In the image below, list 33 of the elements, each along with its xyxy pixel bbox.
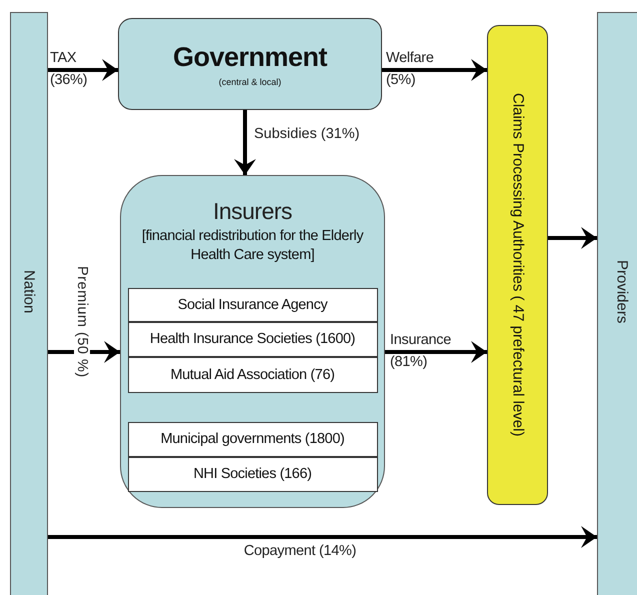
edge-label: Premium (50 %): [74, 266, 90, 378]
node-title: Municipal governments (1800): [160, 431, 344, 447]
node-title: Nation: [20, 270, 38, 314]
node-title: Claims Processing Authorities ( 47 prefectural level): [508, 92, 526, 439]
group-box: [120, 175, 385, 508]
node-subtitle: [financial redistribution for the Elderly Health Care system]: [140, 227, 364, 265]
process-bar: [487, 25, 548, 505]
list-row: [128, 356, 378, 392]
edge-label: Insurance (81%): [390, 331, 452, 372]
list-row: [128, 422, 378, 456]
list-row: [128, 456, 378, 492]
arrow: [382, 59, 487, 81]
node-title: NHI Societies (166): [193, 466, 312, 482]
arrow: [234, 110, 256, 175]
node-title: Insurers: [212, 198, 292, 225]
process-box: [118, 18, 382, 110]
list-row: [128, 322, 378, 356]
edge-label: Copayment (14%): [242, 543, 358, 559]
node-title: Government: [172, 42, 328, 72]
arrow: [48, 59, 118, 81]
list-row: [128, 288, 378, 322]
edge-label: Welfare (5%): [386, 49, 435, 90]
edge-label: TAX (36%): [50, 49, 88, 90]
node-subtitle: (central & local): [218, 76, 282, 86]
entity-band: [10, 12, 48, 595]
node-title: Social Insurance Agency: [178, 296, 328, 312]
arrow: [548, 227, 597, 249]
node-title: Health Insurance Societies (1600): [150, 331, 356, 347]
arrow: [385, 341, 487, 363]
node-title: Providers: [614, 260, 630, 324]
node-title: Mutual Aid Association (76): [170, 366, 335, 382]
arrow: [48, 526, 597, 548]
entity-band: [597, 12, 637, 595]
